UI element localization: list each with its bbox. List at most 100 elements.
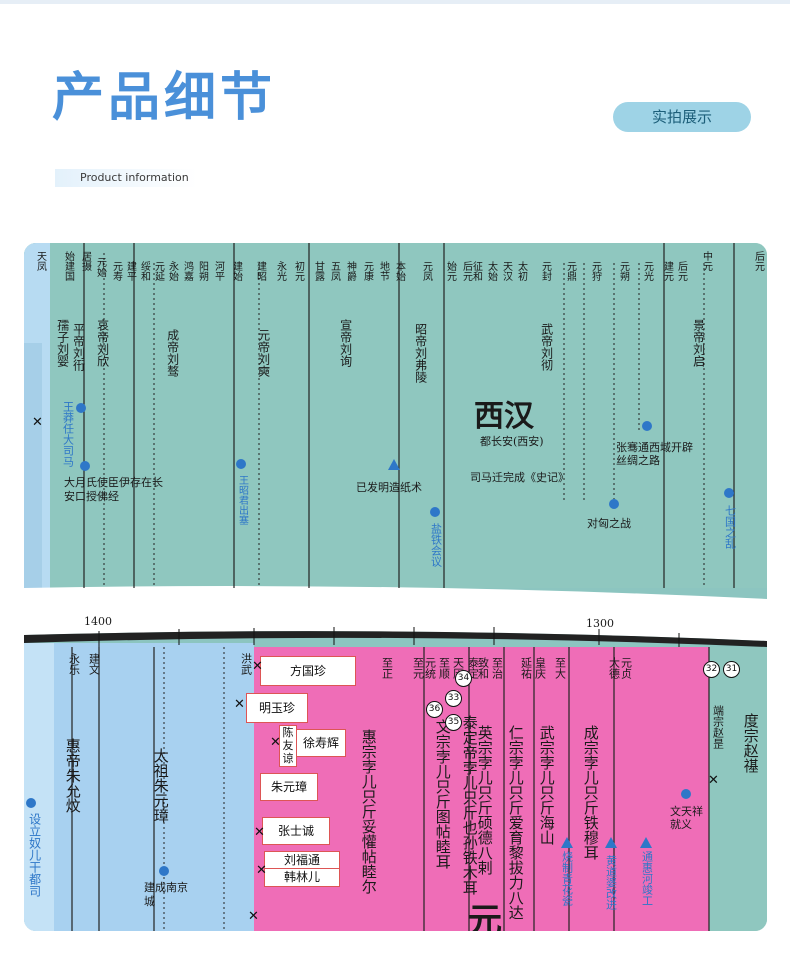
event-marker <box>724 488 734 498</box>
rebel-box: 明玉珍 <box>246 693 308 723</box>
event-label: 对匈之战 <box>587 517 631 530</box>
rebel-box: 刘福通 <box>264 851 340 870</box>
reign-label: 居摄 <box>79 251 91 271</box>
event-label: 司马迁完成《史记》 <box>470 471 569 484</box>
event-label: 文天祥就义 <box>670 805 703 831</box>
invention-marker <box>388 459 400 470</box>
reign-label: 永光 <box>274 261 286 281</box>
emperor-label: 仁宗孛儿只斤爱育黎拔力八达 <box>506 725 525 920</box>
ruler-year-right: 1300 <box>586 617 614 630</box>
emperor-label: 哀帝刘欣 <box>95 319 110 367</box>
reign-label: 元封 <box>539 261 551 281</box>
reign-label: 五凤 <box>328 261 340 281</box>
reign-label: 至大 <box>553 657 567 679</box>
reign-label: 太初 <box>515 261 527 281</box>
reign-label: 元凤 <box>420 261 432 281</box>
reign-label: 天汉 <box>500 261 512 281</box>
emperor-label: 宣帝刘询 <box>338 319 353 367</box>
dynasty-label-yuan: 元 <box>468 901 502 931</box>
reign-label: 建平 <box>124 261 136 281</box>
cross-mark: ✕ <box>270 735 281 750</box>
reign-label: 永始 <box>166 261 178 281</box>
circled-number: 33 <box>445 690 462 707</box>
reign-label: 建元 <box>661 261 673 281</box>
emperor-label: 武帝刘彻 <box>539 323 554 371</box>
reign-label: 元鼎 <box>564 261 576 281</box>
reign-label: 后元 <box>675 261 687 281</box>
event-label: 设立奴儿干都司 <box>27 813 42 897</box>
reign-label: 始建国 <box>62 251 74 281</box>
reign-label: 始元 <box>444 261 456 281</box>
emperor-label: 太祖朱元璋 <box>151 748 170 823</box>
reign-label: 大德 <box>607 657 621 679</box>
cross-mark: ✕ <box>32 415 43 430</box>
cross-mark: ✕ <box>254 825 265 840</box>
emperor-label: 文宗孛儿只斤图帖睦耳 <box>433 719 452 869</box>
emperor-label: 成宗孛儿只斤铁穆耳 <box>581 725 600 860</box>
emperor-label: 平帝刘衎 <box>71 323 86 371</box>
top-divider <box>0 0 790 4</box>
emperor-label: 元帝刘奭 <box>256 329 271 377</box>
rebel-box: 陈友谅 <box>279 725 297 767</box>
invention-marker <box>640 837 652 848</box>
event-label: 通惠河竣工 <box>640 851 654 906</box>
reign-label: 天凤 <box>34 251 46 271</box>
product-detail-photo: 天凤 始建国 居摄 元始 元寿 建平 绥和 元延 永始 鸿嘉 阳朔 河平 建始 … <box>24 243 767 931</box>
reign-label: 神爵 <box>344 261 356 281</box>
reign-label: 永乐 <box>67 653 81 675</box>
emperor-label: 昭帝刘弗陵 <box>413 323 428 383</box>
rebel-box: 朱元璋 <box>260 773 318 801</box>
reign-label: 征和 <box>470 261 482 281</box>
reign-label: 元延 <box>152 261 164 281</box>
event-marker <box>159 866 169 876</box>
event-marker <box>609 499 619 509</box>
reign-label: 洪武 <box>239 653 253 675</box>
reign-label: 元光 <box>641 261 653 281</box>
emperor-label: 泰定帝孛儿只斤也孙铁木耳 <box>460 715 479 895</box>
event-label: 建成南京城 <box>144 881 188 908</box>
emperor-label: 惠帝朱允炆 <box>63 738 82 813</box>
event-marker <box>76 403 86 413</box>
event-label: 黄道婆改进 <box>604 855 618 910</box>
reign-label: 太始 <box>485 261 497 281</box>
reign-label: 地节 <box>377 261 389 281</box>
reign-label: 建昭 <box>254 261 266 281</box>
cross-mark: ✕ <box>248 909 259 924</box>
reign-label: 致和 <box>476 657 490 679</box>
reign-label: 元始 <box>94 257 106 277</box>
reign-label: 元狩 <box>589 261 601 281</box>
event-marker <box>26 798 36 808</box>
rebel-box: 方国珍 <box>260 656 356 686</box>
dynasty-label: 西汉 <box>474 399 534 434</box>
reign-label: 元朔 <box>617 261 629 281</box>
reign-label: 至正 <box>380 657 394 679</box>
circled-number: 36 <box>426 701 443 718</box>
rebel-box: 韩林儿 <box>264 868 340 887</box>
reign-label: 初元 <box>292 261 304 281</box>
real-shot-badge[interactable]: 实拍展示 <box>613 102 751 132</box>
page-title: 产品细节 <box>52 68 277 128</box>
event-label: 王昭君出塞 <box>236 475 248 525</box>
reign-label: 建始 <box>230 261 242 281</box>
emperor-label: 端宗赵昰 <box>711 705 725 749</box>
reign-label: 后元 <box>460 261 472 281</box>
cross-mark: ✕ <box>256 863 267 878</box>
reign-label: 元贞 <box>619 657 633 679</box>
circled-number: 34 <box>455 670 472 687</box>
reign-label: 阳朔 <box>196 261 208 281</box>
capital-label: 都长安(西安) <box>480 435 544 448</box>
reign-label: 至顺 <box>437 657 451 679</box>
product-information-label: Product information <box>55 169 197 187</box>
event-label: 王莽任大司马 <box>61 401 75 467</box>
cross-mark: ✕ <box>252 659 263 674</box>
reign-label: 至治 <box>490 657 504 679</box>
rebel-box: 张士诚 <box>262 817 330 845</box>
event-label: 张骞通西域开辟丝绸之路 <box>616 441 693 467</box>
emperor-label: 景帝刘启 <box>691 319 706 367</box>
event-label: 大月氏使臣伊存在长安口授佛经 <box>64 476 163 503</box>
event-marker <box>642 421 652 431</box>
emperor-label: 度宗赵禥 <box>741 713 760 773</box>
invention-marker <box>605 837 617 848</box>
reign-label: 河平 <box>212 261 224 281</box>
reign-label: 中元 <box>700 251 712 271</box>
